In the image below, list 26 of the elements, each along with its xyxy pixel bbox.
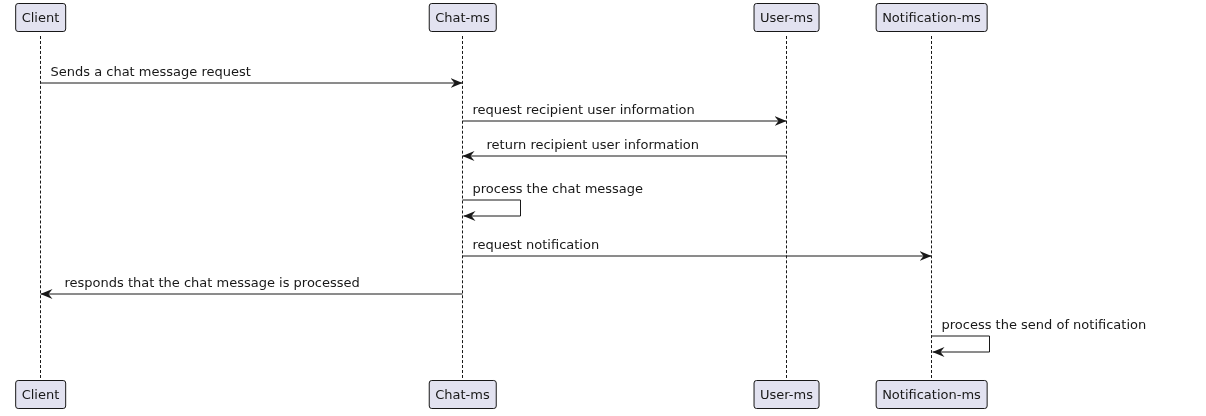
lifeline bbox=[462, 36, 463, 378]
message-arrow bbox=[40, 78, 463, 88]
message-arrow bbox=[462, 199, 521, 221]
participant-box: Notification-ms bbox=[875, 380, 988, 409]
edge-label: Sends a chat message request bbox=[50, 64, 251, 79]
message-arrow bbox=[40, 289, 463, 299]
participant-box: Client bbox=[14, 3, 67, 32]
edge-label: request notification bbox=[472, 237, 600, 252]
edge-label: return recipient user information bbox=[486, 137, 700, 152]
edge-label: responds that the chat message is processed bbox=[64, 275, 360, 290]
lifeline bbox=[931, 36, 932, 378]
message-arrow bbox=[931, 335, 990, 357]
participant-box: User-ms bbox=[753, 380, 820, 409]
participant-box: Chat-ms bbox=[428, 380, 497, 409]
message-arrow bbox=[462, 116, 787, 126]
participant-box: User-ms bbox=[753, 3, 820, 32]
edge-label: process the chat message bbox=[472, 181, 644, 196]
lifeline bbox=[40, 36, 41, 378]
message-arrow bbox=[462, 151, 787, 161]
participant-box: Notification-ms bbox=[875, 3, 988, 32]
message-arrow bbox=[462, 251, 932, 261]
edge-label: request recipient user information bbox=[472, 102, 695, 117]
participant-box: Chat-ms bbox=[428, 3, 497, 32]
edge-label: process the send of notification bbox=[941, 317, 1147, 332]
participant-box: Client bbox=[14, 380, 67, 409]
lifeline bbox=[786, 36, 787, 378]
